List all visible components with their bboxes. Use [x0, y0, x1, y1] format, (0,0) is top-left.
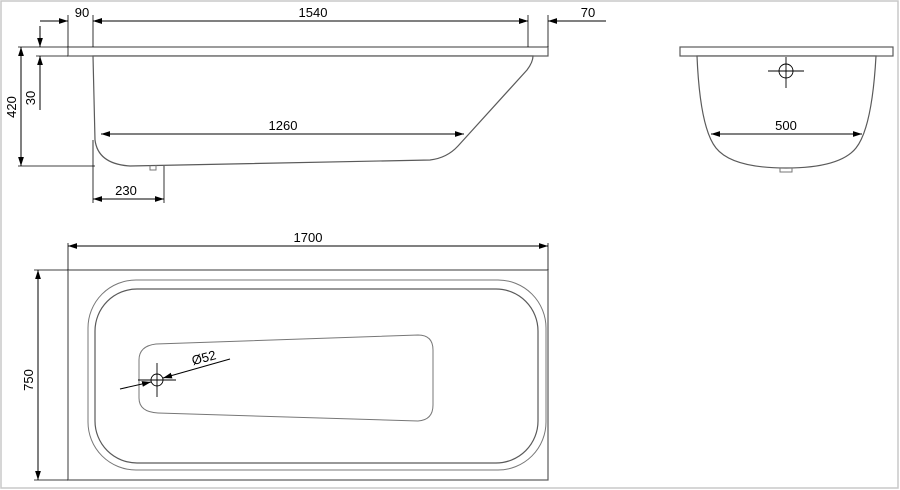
plan-view-bottom-area [138, 334, 434, 422]
plan-view: Ø52 1700 750 [21, 230, 549, 481]
end-view-drain-stub [779, 168, 793, 173]
plan-view-rim-inner [87, 279, 547, 471]
dimension-overall-length: 1700 [68, 230, 548, 249]
dimension-drain-diameter: Ø52 [119, 347, 231, 390]
end-view: 500 [679, 46, 894, 173]
dimension-top-right-margin: 70 [505, 5, 606, 24]
end-view-basin [696, 55, 877, 169]
end-view-rim [679, 46, 894, 57]
dimension-label: Ø52 [190, 347, 218, 368]
side-view-rim [67, 46, 549, 57]
side-view: 90 1540 70 420 30 1260 [4, 5, 606, 203]
side-view-basin [92, 55, 534, 167]
dimension-rim-height: 30 [23, 26, 43, 110]
dimension-label: 750 [21, 369, 36, 391]
dimension-label: 1260 [269, 118, 298, 133]
dimension-label: 1700 [294, 230, 323, 245]
plan-view-basin [94, 288, 539, 464]
dimension-label: 230 [115, 183, 137, 198]
dimension-label: 30 [23, 91, 38, 105]
dimension-drain-offset: 230 [93, 183, 164, 202]
dimension-label: 420 [4, 96, 19, 118]
dimension-label: 90 [75, 5, 89, 20]
dimension-label: 1540 [299, 5, 328, 20]
drain-centermark-icon [138, 363, 176, 397]
side-view-drain-stub [149, 165, 157, 171]
dimension-overall-width: 750 [21, 270, 41, 480]
dimension-total-height: 420 [4, 47, 24, 166]
overflow-centermark-icon [768, 57, 804, 88]
dimension-end-width: 500 [711, 118, 862, 137]
dimension-top-length: 1540 [93, 5, 528, 24]
dimension-label: 70 [581, 5, 595, 20]
dimension-bottom-length: 1260 [101, 118, 464, 137]
dimension-label: 500 [775, 118, 797, 133]
